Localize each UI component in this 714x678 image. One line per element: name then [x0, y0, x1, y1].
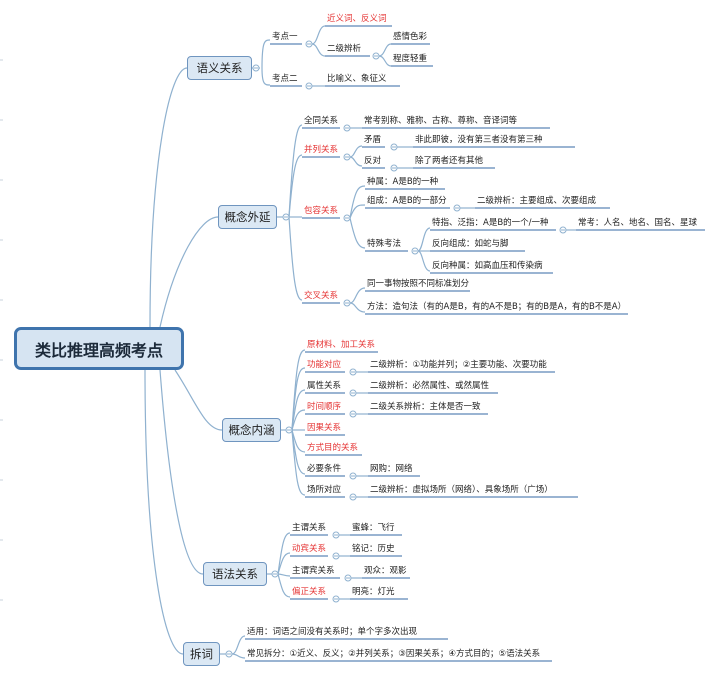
node-contradiction-desc[interactable]: 非此即彼，没有第三者没有第三种 [415, 135, 543, 145]
node-function-analysis[interactable]: 二级辨析：①功能并列；②主要功能、次要功能 [370, 360, 547, 370]
node-time-analysis[interactable]: 二级关系辨析：主体是否一致 [370, 402, 481, 412]
node-kaodian-1[interactable]: 考点一 [272, 32, 298, 42]
node-degree[interactable]: 程度轻重 [393, 54, 428, 64]
node-method-purpose[interactable]: 方式目的关系 [307, 443, 359, 453]
edge-root-s5 [144, 369, 184, 655]
node-inclusion-relation[interactable]: 包容关系 [304, 206, 339, 216]
node-place-analysis[interactable]: 二级辨析：虚拟场所（网络）、具象场所（广场） [370, 485, 553, 495]
node-cross-classification[interactable]: 同一事物按照不同标准划分 [367, 279, 470, 289]
node-reverse-genus[interactable]: 反向种属：如高血压和传染病 [432, 261, 543, 271]
node-attribute-analysis[interactable]: 二级辨析：必然属性、或然属性 [370, 381, 490, 391]
node-special-method[interactable]: 特殊考法 [367, 239, 402, 249]
node-function-correspondence[interactable]: 功能对应 [307, 360, 342, 370]
edge-root-s2 [159, 216, 219, 328]
node-secondary-analysis[interactable]: 二级辨析 [327, 44, 362, 54]
node-identity-examples[interactable]: 常考别称、雅称、古称、尊称、音译词等 [364, 116, 518, 126]
edge-root-s4 [159, 369, 204, 575]
node-subject-predicate[interactable]: 主谓关系 [292, 523, 327, 533]
node-audience-watch[interactable]: 观众：观影 [364, 566, 407, 576]
node-cross-relation[interactable]: 交叉关系 [304, 291, 339, 301]
root-topic[interactable]: 类比推理高频考点 [14, 327, 184, 370]
node-applicable[interactable]: 适用：词语之间没有关系时；单个字多次出现 [247, 627, 418, 637]
node-parallel-relation[interactable]: 并列关系 [304, 145, 339, 155]
node-common-examples[interactable]: 常考：人名、地名、国名、星球 [578, 218, 698, 228]
node-genus-species[interactable]: 种属：A是B的一种 [367, 177, 439, 187]
section-concept-extension[interactable]: 概念外延 [218, 205, 277, 229]
node-common-split[interactable]: 常见拆分：①近义、反义；②并列关系；③因果关系；④方式目的；⑤语法关系 [247, 649, 541, 659]
section-semantic-relation[interactable]: 语义关系 [187, 56, 252, 80]
node-sentence-method[interactable]: 方法：造句法（有的A是B，有的A不是B；有的B是A，有的B不是A） [367, 302, 627, 312]
section-concept-intension[interactable]: 概念内涵 [222, 418, 281, 442]
node-modifier-head[interactable]: 偏正关系 [292, 587, 327, 597]
node-composition-analysis[interactable]: 二级辨析：主要组成、次要组成 [477, 196, 597, 206]
node-specific-general[interactable]: 特指、泛指：A是B的一个/一种 [432, 218, 549, 228]
node-reverse-composition[interactable]: 反向组成：如蛇与脚 [432, 239, 509, 249]
node-contradiction[interactable]: 矛盾 [364, 135, 382, 145]
edge-root-s1 [149, 67, 188, 328]
node-emotional-color[interactable]: 感情色彩 [393, 32, 428, 42]
node-cause-effect[interactable]: 因果关系 [307, 423, 342, 433]
node-opposition-desc[interactable]: 除了两者还有其他 [415, 156, 484, 166]
node-remember-history[interactable]: 铭记：历史 [352, 544, 395, 554]
node-opposition[interactable]: 反对 [364, 156, 382, 166]
edge-root-s3 [174, 369, 223, 431]
node-synonym-antonym[interactable]: 近义词、反义词 [327, 14, 387, 24]
node-subject-verb-object[interactable]: 主谓宾关系 [292, 566, 335, 576]
node-place-correspondence[interactable]: 场所对应 [307, 485, 342, 495]
node-online-shopping[interactable]: 网购：网络 [370, 464, 413, 474]
node-verb-object[interactable]: 动宾关系 [292, 544, 327, 554]
node-necessary-condition[interactable]: 必要条件 [307, 464, 342, 474]
section-grammar-relation[interactable]: 语法关系 [203, 562, 267, 586]
node-composition[interactable]: 组成：A是B的一部分 [367, 196, 447, 206]
node-attribute-relation[interactable]: 属性关系 [307, 381, 342, 391]
node-bee-fly[interactable]: 蜜蜂：飞行 [352, 523, 395, 533]
section-split-word[interactable]: 拆词 [183, 642, 220, 666]
node-bright-light[interactable]: 明亮：灯光 [352, 587, 395, 597]
node-kaodian-2[interactable]: 考点二 [272, 74, 298, 84]
node-raw-material[interactable]: 原材料、加工关系 [307, 340, 376, 350]
node-identity-relation[interactable]: 全同关系 [304, 116, 339, 126]
node-metaphor[interactable]: 比喻义、象征义 [327, 74, 387, 84]
node-time-order[interactable]: 时间顺序 [307, 402, 342, 412]
